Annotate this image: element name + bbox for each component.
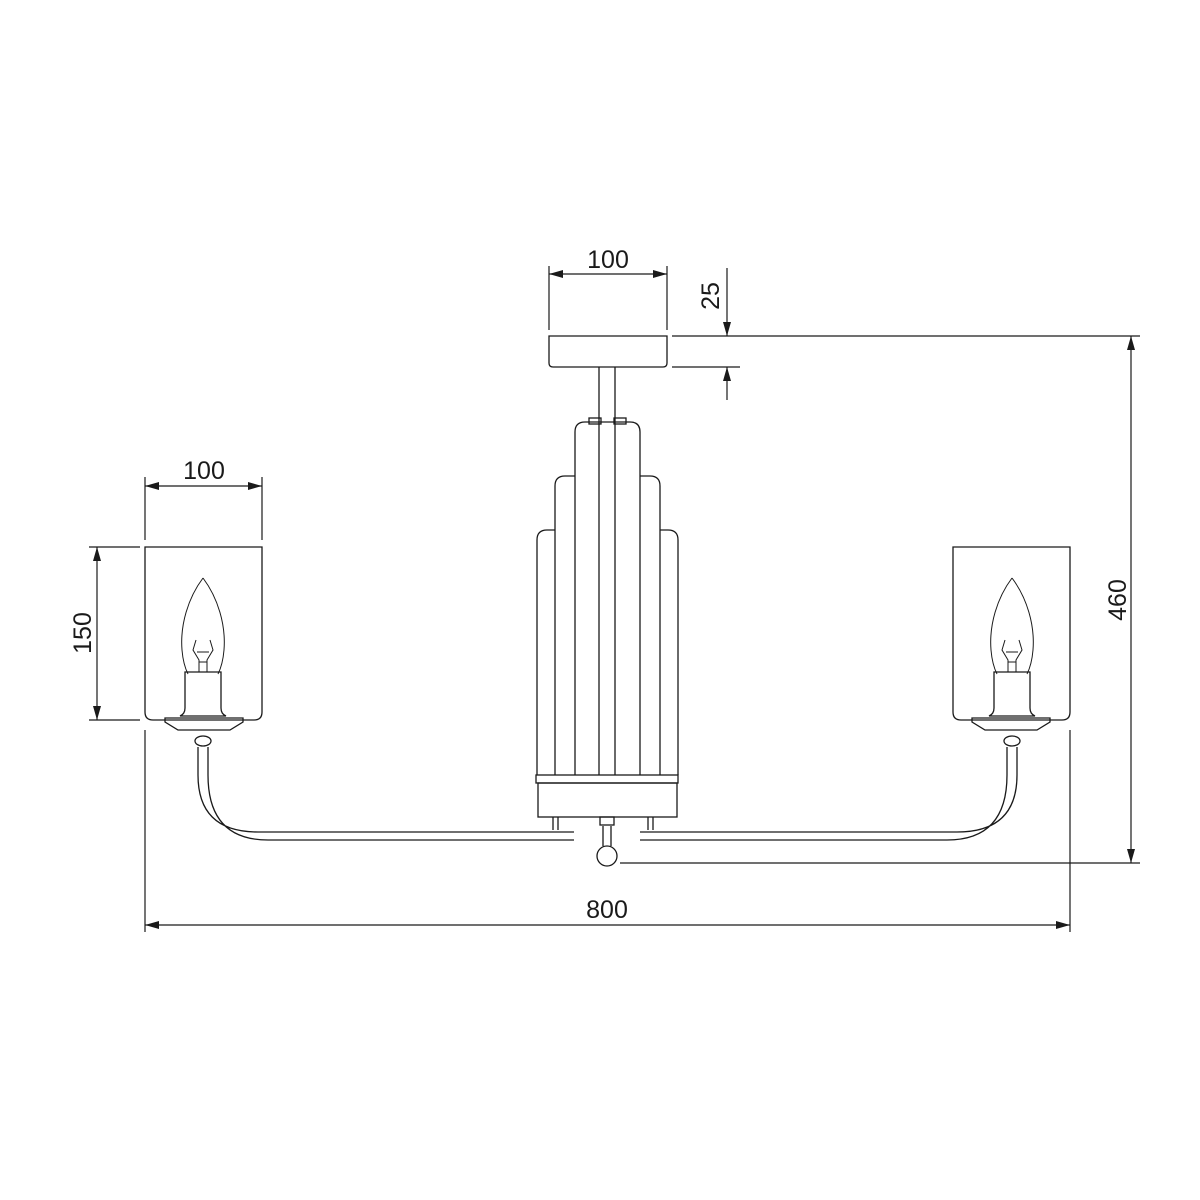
dim-canopy-width-label: 100 bbox=[587, 246, 629, 274]
lamp-left bbox=[144, 546, 263, 747]
dim-total-width-label: 800 bbox=[586, 896, 628, 924]
stem bbox=[598, 367, 616, 775]
cage-middle bbox=[554, 475, 661, 775]
nut-right bbox=[613, 417, 627, 425]
cage-inner bbox=[574, 421, 641, 775]
base-ring bbox=[535, 774, 679, 784]
ceiling-canopy bbox=[548, 335, 668, 368]
cage-outer bbox=[536, 529, 679, 775]
dim-canopy-width bbox=[548, 266, 668, 330]
bottom-finial bbox=[596, 845, 618, 867]
arm-right bbox=[640, 747, 1018, 841]
dim-shade-height-label: 150 bbox=[69, 612, 97, 654]
dim-total-width bbox=[144, 730, 1071, 932]
dim-shade-width-label: 100 bbox=[183, 457, 225, 485]
dim-canopy-height-label: 25 bbox=[697, 282, 725, 310]
arm-left bbox=[197, 747, 574, 841]
nut-left bbox=[588, 417, 602, 425]
dim-canopy-height bbox=[672, 268, 1140, 400]
dim-shade-height bbox=[89, 546, 140, 721]
dim-total-height-label: 460 bbox=[1104, 579, 1132, 621]
dim-total-height bbox=[620, 336, 1140, 864]
base-body bbox=[537, 782, 678, 818]
lamp-right bbox=[952, 546, 1071, 747]
dim-shade-width bbox=[144, 477, 263, 540]
bottom-nut bbox=[599, 816, 615, 826]
finial-stem bbox=[602, 826, 612, 846]
base-legs bbox=[552, 817, 654, 830]
